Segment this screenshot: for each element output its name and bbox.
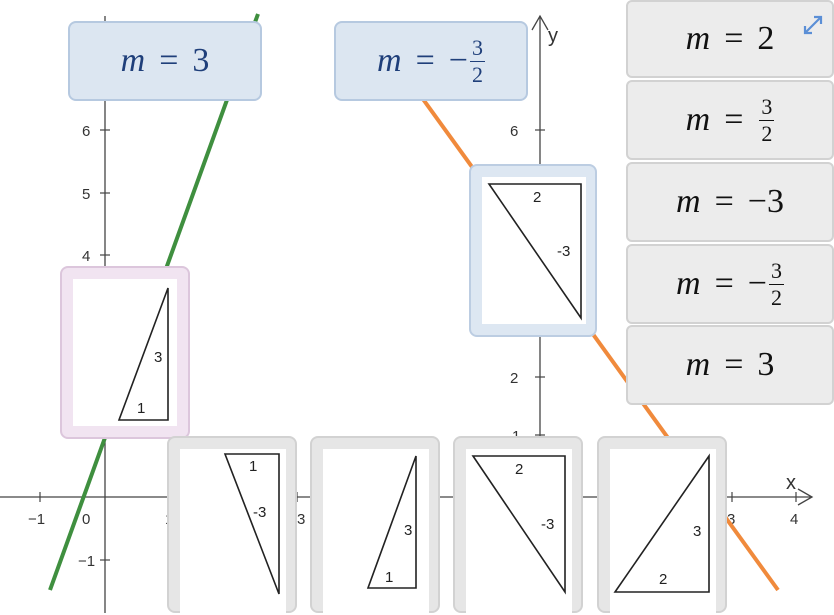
triangle-card-placed-orange[interactable]: 2 -3 (469, 164, 597, 337)
slope-card-m-3[interactable]: m=3 (626, 325, 834, 405)
triangle-drawing: 2 3 (613, 453, 710, 593)
slope-card-m-neg-3[interactable]: m=−3 (626, 162, 834, 242)
x-axis-label: x (786, 472, 796, 494)
y-tick-label: 6 (82, 123, 90, 140)
triangle-run-label: 1 (249, 458, 257, 475)
y-tick-label: 5 (82, 186, 90, 203)
y-tick-label: 4 (82, 248, 90, 265)
x-axis-arrow (797, 488, 814, 506)
triangle-run-label: 1 (137, 400, 145, 417)
x-tick-label: −1 (28, 511, 45, 528)
slope-expression: m=3 (120, 42, 210, 79)
triangle-drawing: 1 -3 (223, 453, 280, 595)
triangle-drawing: 1 3 (117, 287, 169, 421)
triangle-card-placed-green[interactable]: 1 3 (60, 266, 190, 439)
triangle-run-label: 2 (533, 189, 541, 206)
y-axis-arrow (531, 14, 549, 31)
triangle-rise-label: -3 (557, 243, 570, 260)
triangle-rise-label: -3 (541, 516, 554, 533)
triangle-card-bank-4[interactable]: 2 3 (597, 436, 727, 614)
triangle-rise-label: 3 (404, 522, 412, 539)
triangle-rise-label: -3 (253, 504, 266, 521)
target-slope-green[interactable]: m=3 (68, 21, 262, 101)
triangle-rise-label: 3 (693, 523, 701, 540)
y-tick-label: −1 (78, 553, 95, 570)
triangle-card-bank-2[interactable]: 1 3 (310, 436, 440, 614)
triangle-card-bank-1[interactable]: 1 -3 (167, 436, 297, 614)
triangle-drawing: 2 -3 (487, 183, 582, 321)
triangle-drawing: 1 3 (366, 455, 417, 589)
expand-arrows-icon[interactable] (800, 12, 826, 38)
x-tick-label: 3 (297, 511, 305, 528)
y-tick-label: 6 (510, 123, 518, 140)
triangle-run-label: 2 (515, 461, 523, 478)
triangle-run-label: 1 (385, 569, 393, 586)
triangle-drawing: 2 -3 (471, 455, 566, 595)
x-tick-label: 0 (82, 511, 90, 528)
x-tick-label: 3 (727, 511, 735, 528)
y-tick-label: 2 (510, 370, 518, 387)
triangle-run-label: 2 (659, 571, 667, 588)
slope-card-m-2[interactable]: m=2 (626, 0, 834, 78)
triangle-rise-label: 3 (154, 349, 162, 366)
x-tick-label: 4 (790, 511, 798, 528)
y-axis-label: y (548, 25, 558, 47)
triangle-card-bank-3[interactable]: 2 -3 (453, 436, 583, 614)
